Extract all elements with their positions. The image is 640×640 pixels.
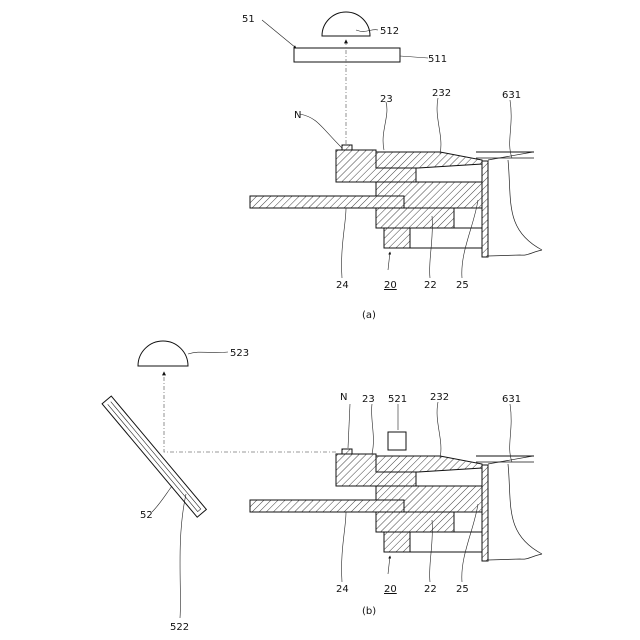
caption-a: (a)	[362, 310, 376, 321]
label-n-b: N	[340, 392, 347, 403]
label-631-a: 631	[502, 90, 521, 101]
sensor-n-b	[342, 449, 352, 454]
light-521	[388, 432, 406, 450]
label-24-a: 24	[336, 280, 349, 291]
mirror-52	[102, 396, 206, 517]
figure-b: 523 N 23 521 232 631 52 522 24 20 22 25 …	[102, 341, 542, 633]
arm-24-a	[250, 196, 404, 208]
wedge-232-b	[376, 456, 482, 472]
caption-b: (b)	[362, 606, 376, 617]
label-n-a: N	[294, 110, 301, 121]
figure-a: 51 512 511 N 23 232 631 24 20 22 25 (a)	[242, 12, 542, 321]
label-522-b: 522	[170, 622, 189, 633]
label-24-b: 24	[336, 584, 349, 595]
optical-path-b	[164, 372, 336, 452]
label-232-a: 232	[432, 88, 451, 99]
label-52-b: 52	[140, 510, 153, 521]
label-23-b: 23	[362, 394, 375, 405]
block-20-b	[384, 532, 410, 552]
label-20-a: 20	[384, 280, 397, 291]
block-lower-right-a	[454, 208, 482, 228]
dome-523	[138, 341, 188, 366]
wall-631-a	[488, 152, 542, 256]
label-25-b: 25	[456, 584, 469, 595]
fixture-25-a	[482, 161, 488, 257]
label-22-a: 22	[424, 280, 437, 291]
label-523-b: 523	[230, 348, 249, 359]
block-20-right-b	[410, 532, 482, 552]
dome-512	[322, 12, 370, 36]
wall-631-b	[488, 456, 542, 560]
label-51-a: 51	[242, 14, 255, 25]
label-631-b: 631	[502, 394, 521, 405]
block-20-right-a	[410, 228, 482, 248]
wedge-232-a	[376, 152, 482, 168]
label-20-b: 20	[384, 584, 397, 595]
label-521-b: 521	[388, 394, 407, 405]
sensor-n-a	[342, 145, 352, 150]
label-232-b: 232	[430, 392, 449, 403]
label-512-a: 512	[380, 26, 399, 37]
block-lower-b	[376, 512, 454, 532]
fixture-25-b	[482, 465, 488, 561]
label-22-b: 22	[424, 584, 437, 595]
label-511-a: 511	[428, 54, 447, 65]
arm-24-b	[250, 500, 404, 512]
plate-511	[294, 48, 400, 62]
block-lower-a	[376, 208, 454, 228]
label-23-a: 23	[380, 94, 393, 105]
label-25-a: 25	[456, 280, 469, 291]
block-20-a	[384, 228, 410, 248]
block-lower-right-b	[454, 512, 482, 532]
